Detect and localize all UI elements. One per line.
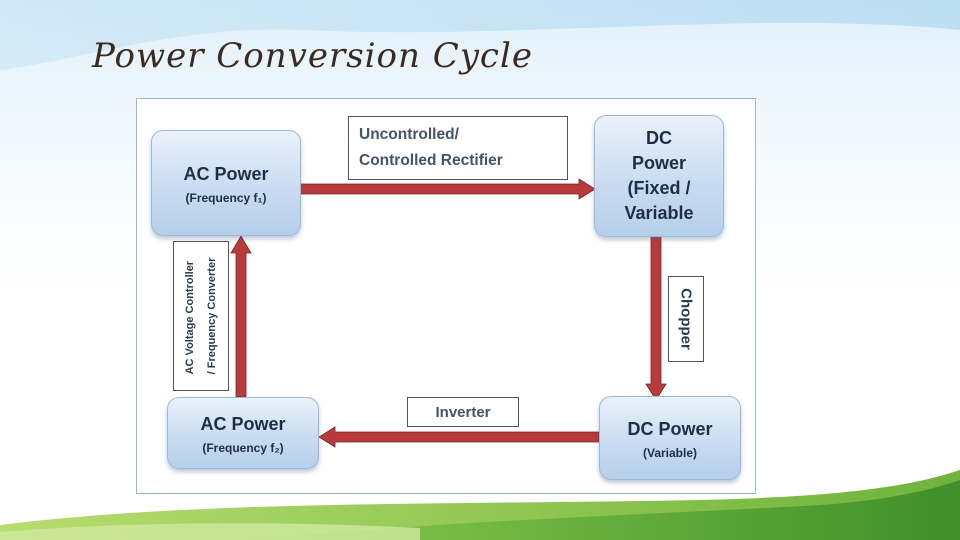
- node-dc-power-fixed: DC Power (Fixed / Variable: [594, 115, 724, 237]
- rectifier-label-line-1: Uncontrolled/: [359, 126, 459, 143]
- node-ac-power-f1-title: AC Power: [183, 163, 269, 184]
- rectifier-label-line-2: Controlled Rectifier: [359, 152, 503, 169]
- ac-controller-label-line-1: AC Voltage Controller: [184, 260, 196, 375]
- chopper-label-box: Chopper: [668, 276, 704, 362]
- inverter-label-box: Inverter: [407, 397, 519, 427]
- node-dc-power-fixed-line-1: DC: [646, 128, 672, 148]
- arrow-ac-to-ac: [230, 235, 252, 398]
- node-dc-power-fixed-line-4: Variable: [624, 203, 694, 223]
- arrow-dc-to-dc: [645, 235, 667, 401]
- node-ac-power-f2-title: AC Power: [200, 413, 286, 434]
- node-ac-power-f2: AC Power (Frequency f₂): [167, 397, 319, 469]
- inverter-label: Inverter: [435, 403, 491, 421]
- node-dc-power-variable-title: DC Power: [627, 418, 713, 439]
- node-dc-power-fixed-line-2: Power: [631, 153, 687, 173]
- chopper-label: Chopper: [677, 288, 695, 350]
- slide-title: Power Conversion Cycle: [92, 36, 533, 76]
- ac-controller-label-line-2: / Frequency Converter: [206, 257, 218, 375]
- node-dc-power-variable-subtitle: (Variable): [642, 445, 698, 460]
- arrows-layer: [230, 178, 667, 448]
- rectifier-label-box: Uncontrolled/ Controlled Rectifier: [348, 116, 568, 180]
- arrow-dc-to-ac: [318, 426, 600, 448]
- ac-controller-label-box: AC Voltage Controller / Frequency Conver…: [173, 241, 229, 391]
- node-ac-power-f1-subtitle: (Frequency f₁): [185, 190, 267, 205]
- power-conversion-diagram: Uncontrolled/ Controlled Rectifier Chopp…: [136, 98, 756, 494]
- node-dc-power-variable: DC Power (Variable): [599, 396, 741, 480]
- arrow-ac-to-dc: [298, 178, 596, 200]
- node-ac-power-f2-subtitle: (Frequency f₂): [202, 440, 284, 455]
- node-ac-power-f1: AC Power (Frequency f₁): [151, 130, 301, 236]
- ac-controller-label: AC Voltage Controller / Frequency Conver…: [179, 258, 223, 375]
- node-dc-power-fixed-line-3: (Fixed /: [627, 178, 691, 198]
